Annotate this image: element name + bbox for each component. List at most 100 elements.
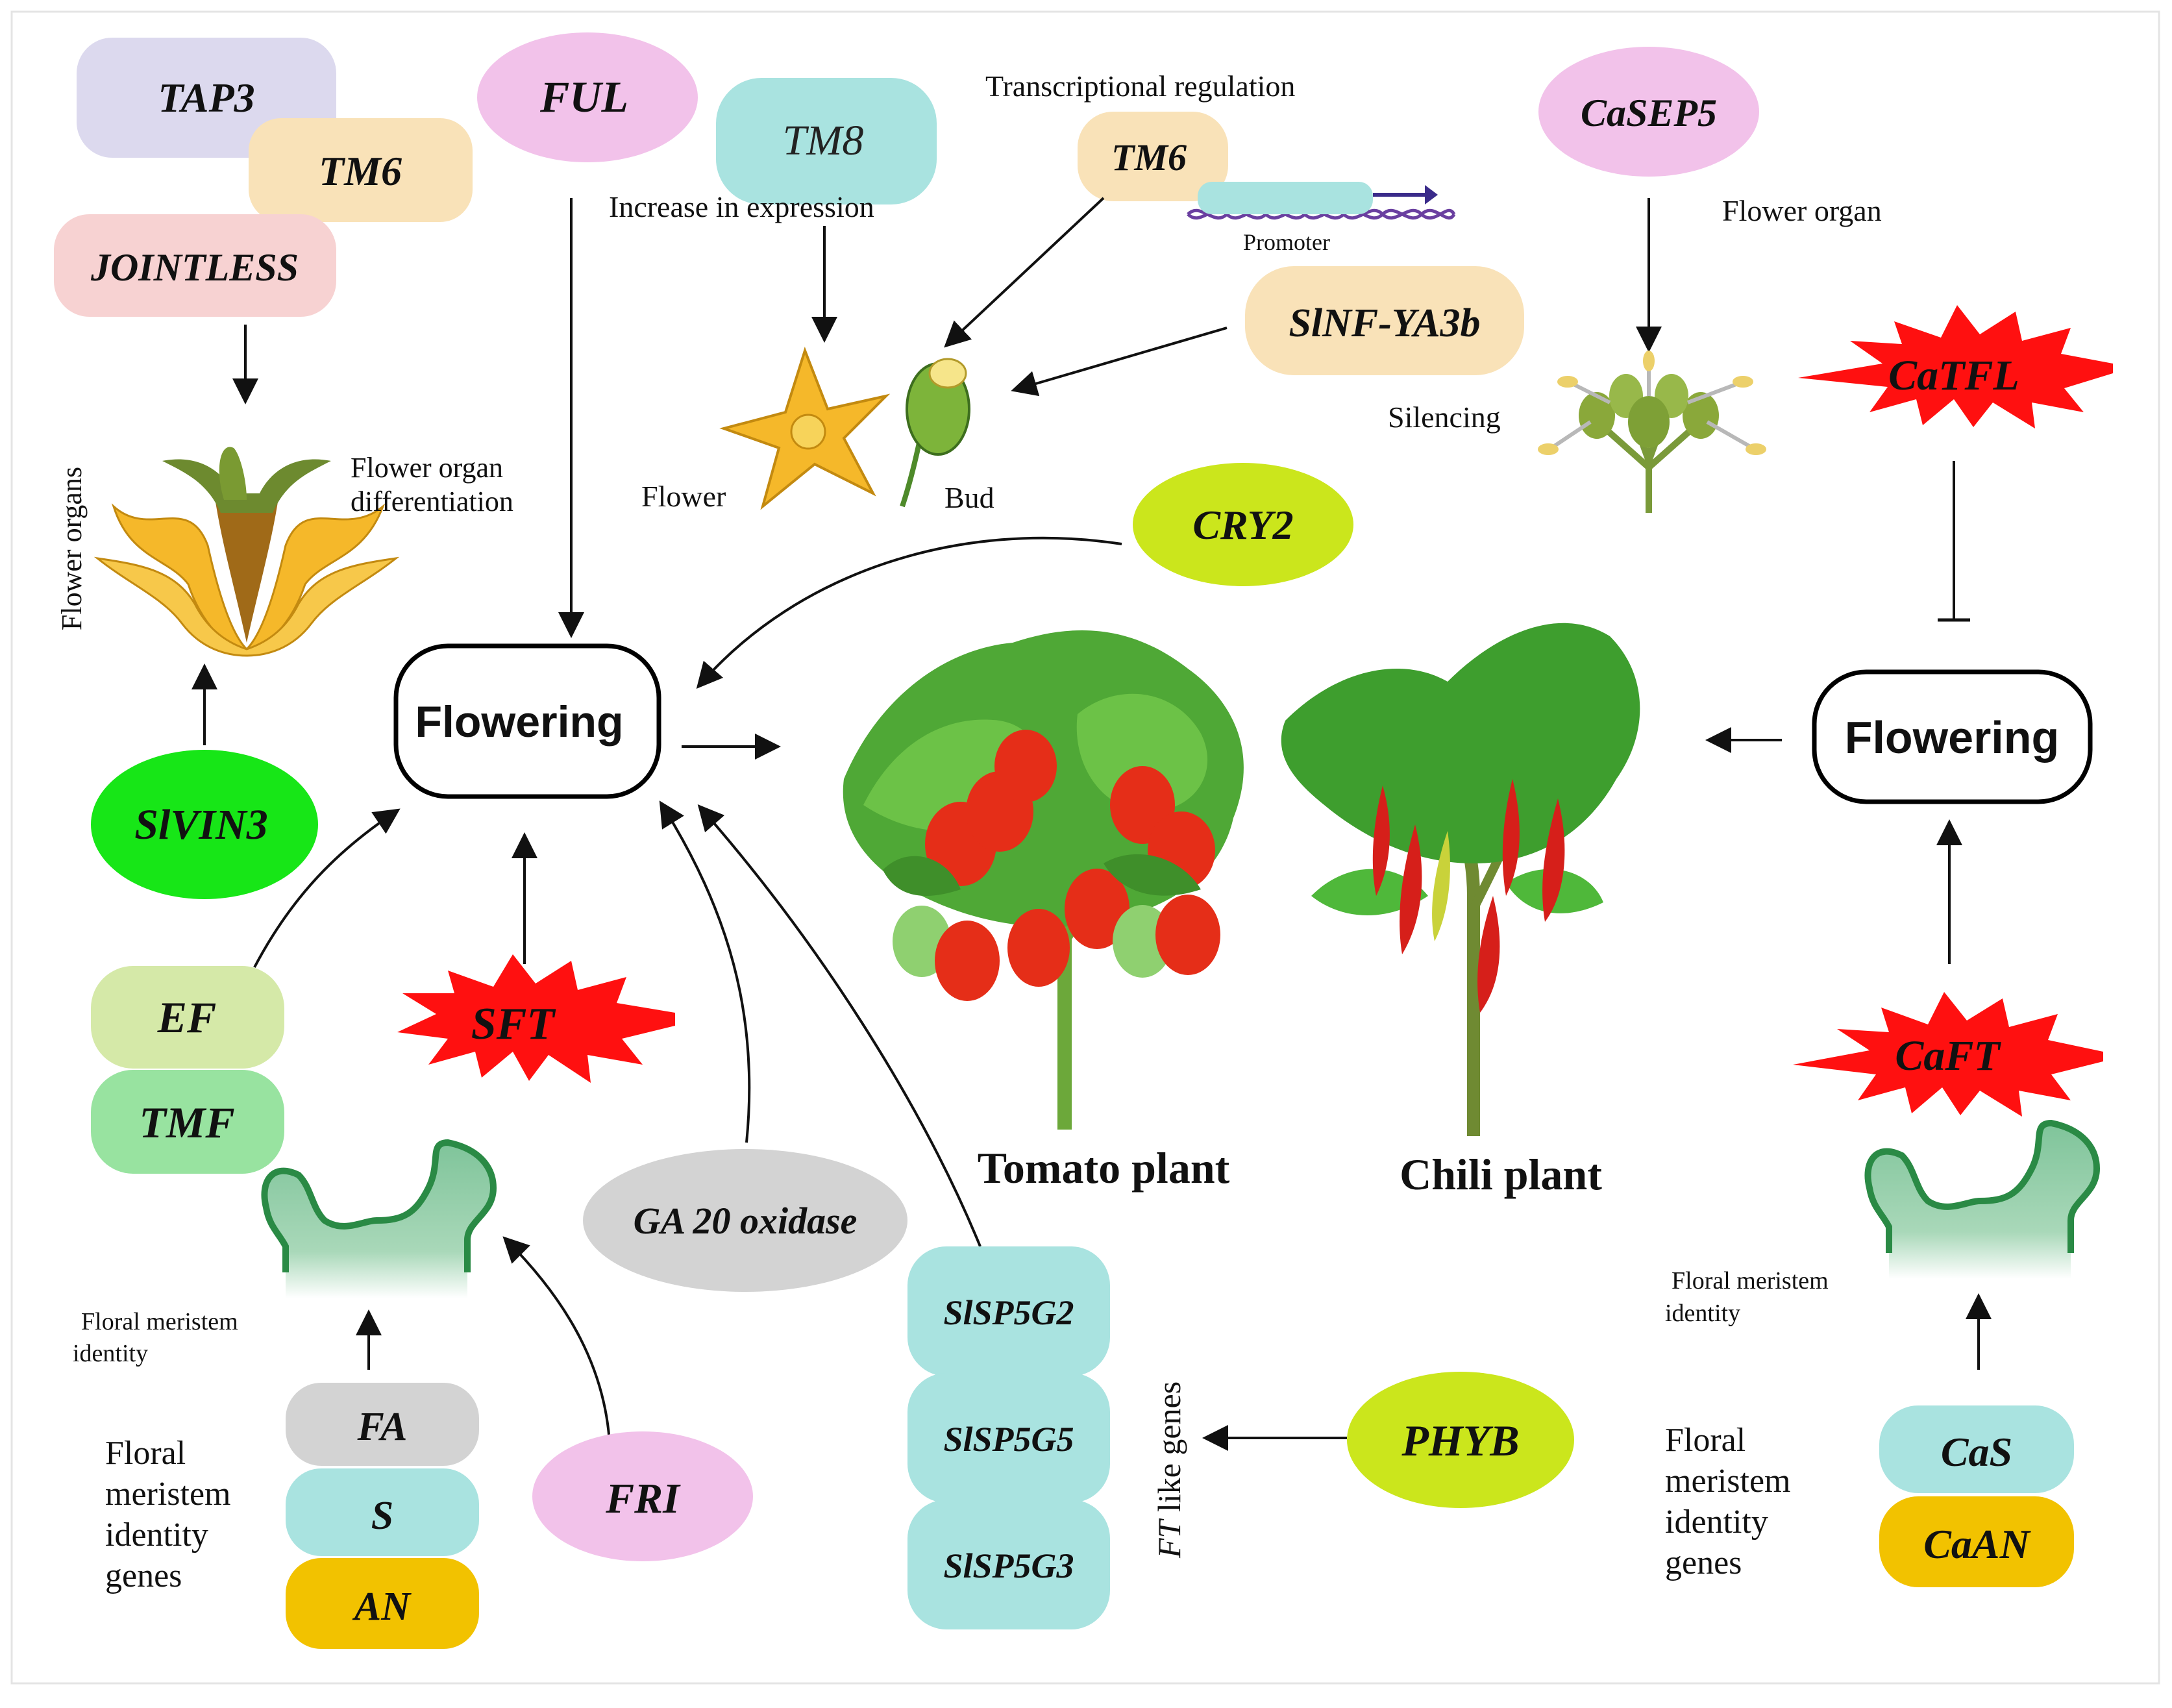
ga20-box	[583, 1149, 907, 1292]
caan-box	[1879, 1496, 2074, 1587]
tmf-box	[91, 1070, 284, 1174]
cry2-box	[1133, 463, 1353, 586]
slnf-label: SlNF-YA3b	[1289, 301, 1480, 345]
chili-fmi-genes-1: Floral	[1665, 1422, 1746, 1459]
silencing-label: Silencing	[1388, 401, 1501, 434]
transcriptional-regulation-label: Transcriptional regulation	[985, 69, 1295, 103]
fri-arrow	[502, 1236, 611, 1461]
tomato-bud-illustration	[900, 358, 970, 508]
tm6-tr-label: TM6	[1111, 136, 1187, 179]
tomato-meristem-illustration	[261, 1139, 497, 1298]
promoter-dna-graphic	[1187, 182, 1456, 220]
increase-expression-label: Increase in expression	[609, 190, 874, 223]
tomato-fmi-genes-4: genes	[105, 1557, 182, 1594]
bud-label: Bud	[944, 481, 994, 514]
promoter-label: Promoter	[1243, 229, 1330, 255]
chili-meristem-illustration	[1864, 1119, 2101, 1279]
ful-label: FUL	[539, 72, 628, 121]
sft-star	[397, 954, 675, 1083]
flower-organ-diff-label-1: Flower organ	[351, 452, 503, 484]
tmf-label: TMF	[139, 1098, 234, 1147]
flowering-chili-box	[1812, 669, 2093, 804]
flower-organs-label: Flower organs	[56, 467, 88, 630]
slsp5g3-box	[907, 1500, 1110, 1629]
phyb-box	[1347, 1372, 1574, 1508]
catfl-star	[1798, 305, 2113, 428]
flowering-tomato-box	[393, 643, 661, 799]
flowering-chili-label: Flowering	[1845, 712, 2060, 763]
chili-fmi-label-2: identity	[1665, 1300, 1740, 1327]
cry2-label: CRY2	[1192, 502, 1293, 548]
ef-arrow	[253, 808, 401, 968]
tm8-box	[716, 78, 937, 204]
chili-plant-illustration	[1281, 623, 1640, 1136]
tomato-fmi-genes-3: identity	[105, 1516, 208, 1553]
sft-label: SFT	[471, 999, 557, 1049]
chili-flower-organ-label: Flower organ	[1722, 194, 1882, 227]
an-label: AN	[352, 1585, 412, 1629]
tm6-label: TM6	[319, 148, 402, 194]
cas-label: CaS	[1941, 1429, 2012, 1475]
tap3-label: TAP3	[158, 75, 254, 121]
fa-label: FA	[356, 1405, 407, 1449]
casep5-label: CaSEP5	[1581, 92, 1717, 134]
s-box	[286, 1468, 479, 1556]
slsp5g3-label: SlSP5G3	[943, 1546, 1074, 1585]
ga20-label: GA 20 oxidase	[634, 1200, 858, 1242]
chili-fmi-genes-3: identity	[1665, 1504, 1768, 1541]
caft-star	[1793, 992, 2103, 1117]
casep5-box	[1538, 47, 1759, 177]
chili-plant-label: Chili plant	[1400, 1150, 1602, 1199]
tomato-fmi-genes-1: Floral	[105, 1435, 186, 1472]
slsp5g2-label: SlSP5G2	[943, 1293, 1074, 1332]
ft-italic: FT	[1151, 1518, 1187, 1559]
tomato-plant-label: Tomato plant	[978, 1143, 1230, 1193]
ful-box	[477, 32, 698, 162]
chili-fmi-genes-2: meristem	[1665, 1463, 1791, 1500]
jointless-label: JOINTLESS	[90, 246, 299, 289]
flower-organ-diff-label-2: differentiation	[351, 486, 513, 517]
an-box	[286, 1558, 479, 1649]
ft-like-rest: like genes	[1151, 1381, 1187, 1520]
fa-box	[286, 1383, 479, 1466]
slsp5g5-box	[907, 1373, 1110, 1503]
tm6-tr-arrow	[944, 197, 1105, 348]
tomato-fmi-label-2: identity	[73, 1340, 148, 1367]
slsp5g-arrow	[697, 804, 981, 1247]
slsp5g2-box	[907, 1246, 1110, 1376]
phyb-label: PHYB	[1401, 1416, 1519, 1465]
caft-label: CaFT	[1895, 1032, 2001, 1080]
s-label: S	[371, 1494, 393, 1538]
slnf-box	[1245, 266, 1524, 375]
jointless-box	[54, 214, 336, 317]
flower-organ-illustration	[93, 447, 400, 657]
catfl-label: CaTFL	[1888, 352, 2019, 399]
tomato-flower-illustration	[719, 346, 891, 510]
cry2-arrow	[696, 536, 1122, 689]
tomato-plant-illustration	[843, 630, 1244, 1130]
ef-label: EF	[157, 993, 217, 1042]
chili-fmi-label-1: Floral meristem	[1672, 1267, 1829, 1294]
tm8-label: TM8	[783, 117, 864, 164]
ga20-arrow	[659, 800, 751, 1143]
ft-like-genes-label: FT like genes	[1151, 1381, 1187, 1559]
fri-box	[532, 1431, 753, 1561]
slsp5g5-label: SlSP5G5	[943, 1420, 1074, 1459]
cas-box	[1879, 1405, 2074, 1493]
chili-fmi-genes-4: genes	[1665, 1544, 1742, 1581]
frame-border	[10, 10, 2160, 1685]
tm6-tr-box	[1078, 112, 1228, 201]
tm6-box	[249, 118, 473, 222]
caan-label: CaAN	[1923, 1521, 2031, 1567]
tomato-fmi-genes-2: meristem	[105, 1476, 231, 1513]
ef-box	[91, 966, 284, 1069]
slvin3-box	[91, 750, 318, 899]
chili-flower-cluster-illustration	[1538, 351, 1766, 513]
tomato-fmi-label-1: Floral meristem	[81, 1308, 238, 1335]
slvin3-label: SlVIN3	[134, 801, 267, 848]
flowering-tomato-label: Flowering	[415, 697, 623, 747]
fri-label: FRI	[605, 1475, 681, 1522]
flower-label: Flower	[641, 480, 726, 513]
slnf-arrow	[1011, 327, 1228, 397]
